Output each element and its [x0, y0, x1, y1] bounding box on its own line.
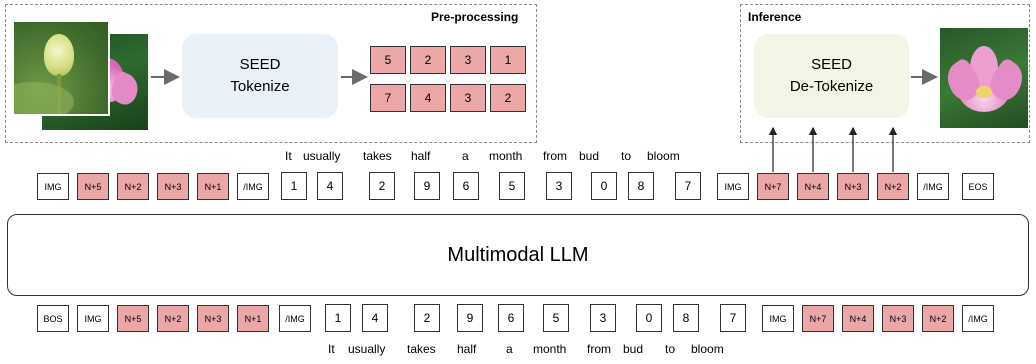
- seed-label: SEED: [811, 56, 852, 73]
- seed-label: SEED: [239, 56, 281, 73]
- caption-word: bloom: [647, 149, 680, 163]
- tokenize-label: Tokenize: [230, 78, 290, 95]
- text-token: 9: [414, 172, 440, 200]
- image-token: N+2: [157, 305, 189, 332]
- caption-word: to: [621, 149, 632, 163]
- text-token: 6: [453, 172, 479, 200]
- token-img: IMG: [762, 305, 794, 332]
- grid-token: 7: [370, 84, 406, 112]
- text-token: 6: [498, 304, 524, 332]
- seed-tokenize-box: SEED Tokenize: [182, 34, 338, 118]
- image-token: N+1: [197, 173, 229, 200]
- token-img-end: /IMG: [279, 305, 311, 332]
- token-bos: BOS: [37, 305, 69, 332]
- image-token: N+4: [842, 305, 874, 332]
- text-token: 4: [317, 172, 343, 200]
- caption-word: from: [543, 149, 567, 163]
- token-img: IMG: [717, 173, 749, 200]
- grid-token: 2: [490, 84, 526, 112]
- text-token: 0: [636, 304, 662, 332]
- text-token: 9: [457, 304, 483, 332]
- text-token: 2: [369, 172, 395, 200]
- text-token: 0: [591, 172, 617, 200]
- inference-title: Inference: [748, 10, 802, 24]
- image-token: N+3: [837, 173, 869, 200]
- multimodal-llm-box: Multimodal LLM: [7, 214, 1029, 296]
- caption-word: bud: [579, 149, 600, 163]
- text-token: 1: [325, 304, 351, 332]
- caption-word: from: [587, 342, 611, 356]
- token-img: IMG: [77, 305, 109, 332]
- image-token: N+2: [117, 173, 149, 200]
- text-token: 5: [543, 304, 569, 332]
- grid-token: 5: [370, 46, 406, 74]
- text-token: 3: [590, 304, 616, 332]
- caption-word: half: [411, 149, 431, 163]
- text-token: 8: [673, 304, 699, 332]
- caption-word: a: [462, 149, 469, 163]
- caption-word: month: [489, 149, 523, 163]
- grid-token: 1: [490, 46, 526, 74]
- image-token: N+5: [117, 305, 149, 332]
- image-token: N+3: [197, 305, 229, 332]
- image-token: N+2: [877, 173, 909, 200]
- text-token: 2: [414, 304, 440, 332]
- caption-word: half: [457, 342, 477, 356]
- image-token: N+3: [157, 173, 189, 200]
- detokenize-label: De-Tokenize: [789, 78, 874, 95]
- token-img-end: /IMG: [237, 173, 269, 200]
- text-token: 7: [720, 304, 746, 332]
- caption-word: takes: [407, 342, 436, 356]
- token-img-end: /IMG: [962, 305, 994, 332]
- caption-word: It: [328, 342, 335, 356]
- text-token: 3: [546, 172, 572, 200]
- grid-token: 3: [450, 84, 486, 112]
- preprocessing-panel: [5, 4, 537, 143]
- caption-word: bud: [623, 342, 644, 356]
- image-token: N+7: [757, 173, 789, 200]
- caption-word: bloom: [691, 342, 724, 356]
- text-token: 7: [675, 172, 701, 200]
- image-token: N+7: [802, 305, 834, 332]
- image-token: N+1: [237, 305, 269, 332]
- caption-word: usually: [348, 342, 386, 356]
- image-token: N+2: [922, 305, 954, 332]
- caption-word: usually: [303, 149, 341, 163]
- llm-label: Multimodal LLM: [447, 243, 589, 266]
- text-token: 1: [281, 172, 307, 200]
- lotus-bud-image: [12, 20, 110, 116]
- grid-token: 2: [410, 46, 446, 74]
- image-token: N+3: [882, 305, 914, 332]
- caption-word: to: [665, 342, 676, 356]
- caption-word: month: [533, 342, 567, 356]
- caption-word: takes: [363, 149, 392, 163]
- image-token: N+5: [77, 173, 109, 200]
- text-token: 5: [499, 172, 525, 200]
- grid-token: 3: [450, 46, 486, 74]
- token-img-end: /IMG: [917, 173, 949, 200]
- text-token: 4: [362, 304, 388, 332]
- token-img: IMG: [37, 173, 69, 200]
- caption-word: It: [285, 149, 292, 163]
- generated-lotus-image: [940, 28, 1028, 128]
- seed-detokenize-box: SEED De-Tokenize: [754, 34, 909, 118]
- caption-word: a: [506, 342, 513, 356]
- preprocessing-title: Pre-processing: [431, 10, 519, 24]
- inference-panel: [740, 4, 1030, 143]
- text-token: 8: [628, 172, 654, 200]
- image-token: N+4: [797, 173, 829, 200]
- grid-token: 4: [410, 84, 446, 112]
- token-eos: EOS: [962, 173, 994, 200]
